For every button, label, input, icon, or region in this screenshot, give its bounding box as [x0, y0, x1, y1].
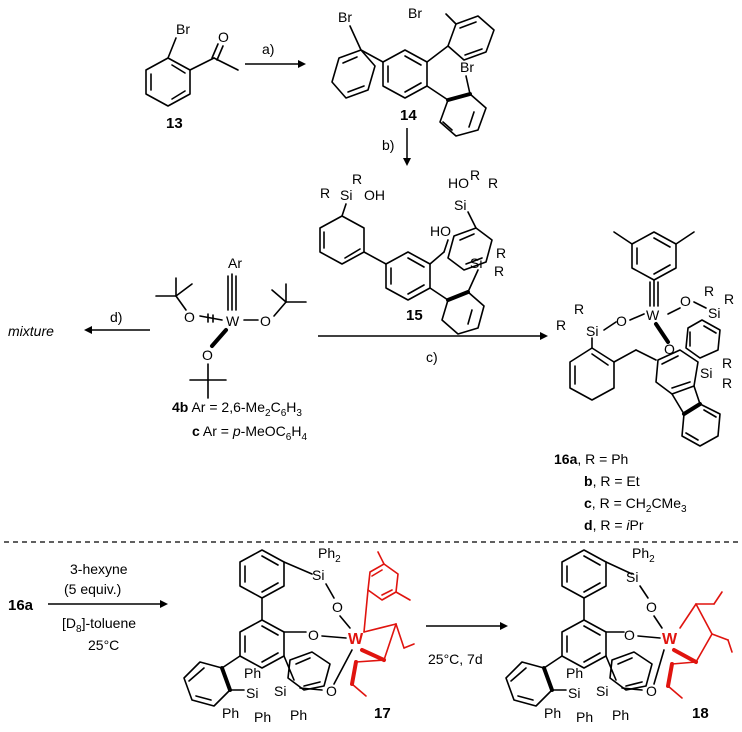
- atom-w: W: [646, 307, 660, 323]
- atom-si: Si: [340, 187, 352, 203]
- svg-text:c, R = CH2CMe3: c, R = CH2CMe3: [584, 495, 687, 515]
- atom-r: R: [496, 245, 506, 261]
- atom-o: O: [326, 683, 337, 699]
- compound-15: Si R R OH HO Si HO R R Si R R 15: [319, 167, 506, 335]
- atom-w: W: [348, 631, 364, 648]
- cond1-line2: (5 equiv.): [64, 581, 121, 597]
- atom-o: O: [624, 627, 635, 643]
- atom-o: O: [308, 627, 319, 643]
- atom-si: Si: [312, 567, 324, 583]
- compound-14: Br Br Br 14: [331, 5, 495, 137]
- step-b: b): [382, 137, 394, 153]
- atom-o: O: [680, 293, 691, 309]
- label-15: 15: [406, 307, 423, 324]
- svg-text:b, R = Et: b, R = Et: [584, 473, 640, 489]
- atom-si: Si: [708, 305, 720, 321]
- atom-r: R: [470, 167, 480, 183]
- atom-si: Si: [454, 197, 466, 213]
- atom-o: O: [218, 29, 229, 45]
- atom-ph: Ph: [576, 709, 593, 725]
- atom-r: R: [722, 375, 732, 391]
- atom-o: O: [664, 341, 675, 357]
- label-18: 18: [692, 705, 709, 722]
- compound-13: Br O 13: [145, 21, 239, 132]
- step-d: d): [110, 309, 122, 325]
- atom-ph: Ph: [544, 705, 561, 721]
- step-c: c): [426, 349, 438, 365]
- svg-text:d, R = iPr: d, R = iPr: [584, 517, 644, 533]
- cond1-line1: 3-hexyne: [70, 561, 128, 577]
- atom-si: Si: [274, 683, 286, 699]
- atom-r: R: [574, 301, 584, 317]
- defn-4b-num: 4b: [172, 399, 188, 415]
- svg-text:16a, R = Ph: 16a, R = Ph: [554, 451, 628, 467]
- defn-4c-num: c: [192, 423, 200, 439]
- atom-br: Br: [176, 21, 190, 37]
- atom-ho: HO: [430, 223, 451, 239]
- svg-text:c Ar = p-MeOC6H4: c Ar = p-MeOC6H4: [192, 423, 307, 443]
- svg-text:4b Ar = 2,6-Me2C6H3: 4b Ar = 2,6-Me2C6H3: [172, 399, 302, 419]
- atom-si: Si: [470, 255, 482, 271]
- atom-br: Br: [408, 5, 422, 21]
- label-14: 14: [400, 107, 417, 124]
- compound-16: W O Si R R O Si R R O Si R R 16a,: [554, 231, 734, 533]
- atom-r: R: [724, 291, 734, 307]
- svg-text:Ph2: Ph2: [318, 545, 341, 565]
- atom-ph: Ph: [244, 665, 261, 681]
- label-17: 17: [374, 705, 391, 722]
- atom-r: R: [494, 263, 504, 279]
- cond1-line4: 25°C: [88, 637, 119, 653]
- atom-ho: HO: [448, 175, 469, 191]
- compound-18: Si Ph2 O W O Si Ph Ph Ph Si Ph O: [505, 545, 733, 725]
- svg-text:Ph2: Ph2: [632, 545, 655, 565]
- atom-ph: Ph: [254, 709, 271, 725]
- atom-o: O: [260, 313, 271, 329]
- svg-text:[D8]-toluene: [D8]-toluene: [62, 615, 136, 635]
- atom-r: R: [556, 317, 566, 333]
- atom-si: Si: [700, 365, 712, 381]
- atom-o: O: [332, 599, 343, 615]
- atom-r: R: [488, 175, 498, 191]
- atom-si: Si: [586, 323, 598, 339]
- cond2: 25°C, 7d: [428, 651, 483, 667]
- atom-r: R: [704, 283, 714, 299]
- atom-ph: Ph: [566, 665, 583, 681]
- atom-si: Si: [596, 683, 608, 699]
- atom-ar: Ar: [228, 255, 242, 271]
- atom-si: Si: [568, 685, 580, 701]
- atom-si: Si: [246, 685, 258, 701]
- label-13: 13: [166, 115, 183, 132]
- defn-4b-text: Ar = 2,6-Me: [188, 399, 265, 415]
- atom-ph: Ph: [612, 707, 629, 723]
- atom-ph: Ph: [222, 705, 239, 721]
- label-16a-start: 16a: [8, 597, 34, 614]
- atom-o: O: [202, 347, 213, 363]
- tungsten-alkylidyne-complex: Ar W O O O 4b Ar = 2,6-Me2C6H3 c Ar = p-…: [155, 255, 307, 443]
- step-a: a): [262, 41, 274, 57]
- atom-r: R: [320, 185, 330, 201]
- atom-r: R: [352, 171, 362, 187]
- atom-o: O: [616, 313, 627, 329]
- atom-ph: Ph: [290, 707, 307, 723]
- atom-w: W: [226, 313, 240, 329]
- atom-o: O: [184, 309, 195, 325]
- atom-o: O: [646, 683, 657, 699]
- mixture-label: mixture: [8, 323, 54, 339]
- atom-si: Si: [626, 569, 638, 585]
- atom-br: Br: [338, 9, 352, 25]
- atom-r: R: [722, 355, 732, 371]
- compound-17: Si Ph2 O W O Si Ph Ph Ph Si Ph O: [183, 545, 415, 725]
- atom-oh: OH: [364, 187, 385, 203]
- atom-o: O: [646, 599, 657, 615]
- atom-br: Br: [460, 59, 474, 75]
- atom-w: W: [662, 631, 678, 648]
